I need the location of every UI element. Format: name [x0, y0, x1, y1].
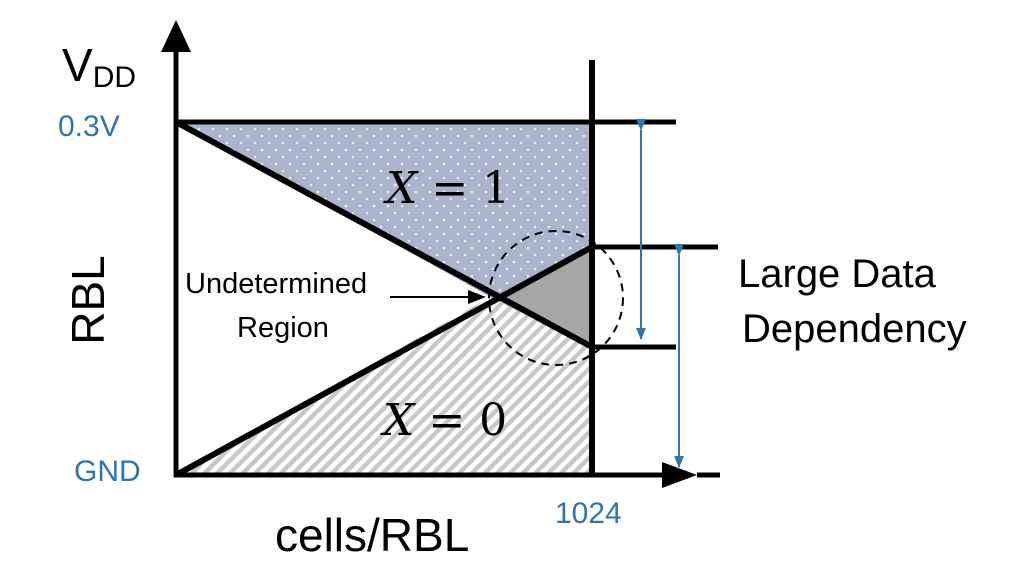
x0-boundary-line — [174, 244, 594, 478]
vdd-label: VDD — [62, 39, 137, 94]
undetermined-label-line1: Undetermined — [185, 268, 368, 300]
undetermined-region — [490, 247, 592, 347]
x-axis-arrowhead — [662, 462, 697, 488]
x-max-label: 1024 — [555, 497, 622, 530]
y-axis-arrowhead — [161, 20, 191, 52]
x-equals-0-region — [176, 297, 592, 475]
y-axis-title: RBL — [62, 255, 114, 345]
undetermined-highlight-circle — [488, 230, 624, 366]
x-equals-0-label: X = 0 — [383, 395, 508, 446]
y-high-label: 0.3V — [58, 110, 120, 143]
x-axis-title: cells/RBL — [275, 509, 470, 561]
x-equals-1-label: X = 1 — [386, 163, 511, 214]
large-data-dependency-line2: Dependency — [742, 307, 967, 351]
x1-boundary-line — [174, 119, 594, 350]
undetermined-pointer-arrowhead — [468, 290, 486, 304]
undetermined-label-line2: Region — [237, 312, 329, 344]
large-data-dependency-line1: Large Data — [738, 252, 936, 296]
y-low-label: GND — [74, 455, 141, 488]
